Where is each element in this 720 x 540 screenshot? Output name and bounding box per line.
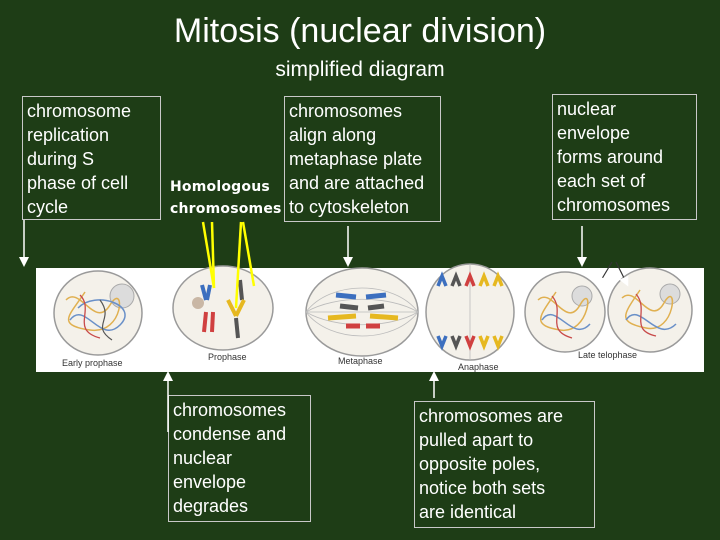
stage-label-metaphase: Metaphase	[338, 356, 383, 366]
stage-label-prophase: Prophase	[208, 352, 247, 362]
label-line: notice both sets	[419, 478, 546, 498]
label-line: to cytoskeleton	[289, 197, 410, 217]
label-line: chromosomes	[173, 400, 287, 420]
anaphase-cell	[425, 263, 515, 361]
arrow-nuclei-left	[597, 261, 613, 287]
label-line: phase of cell	[27, 173, 129, 193]
metaphase-label-box: chromosomes align along metaphase plate …	[284, 96, 441, 222]
label-line: forms around	[557, 147, 664, 167]
label-line: each set of	[557, 171, 646, 191]
label-line: during S	[27, 149, 95, 169]
page-title: Mitosis (nuclear division)	[173, 12, 547, 50]
label-line: nuclear	[173, 448, 233, 468]
stage-label-late-telophase: Late telophase	[578, 350, 637, 360]
label-line: and are attached	[289, 173, 425, 193]
replication-label-box: chromosome replication during S phase of…	[22, 96, 161, 220]
label-line: chromosomes	[289, 101, 403, 121]
label-line: chromosomes are	[419, 406, 564, 426]
label-line: chromosomes	[557, 195, 671, 215]
condense-label-box: chromosomes condense and nuclear envelop…	[168, 395, 311, 522]
label-line: opposite poles,	[419, 454, 541, 474]
label-line: envelope	[173, 472, 247, 492]
label-line: metaphase plate	[289, 149, 423, 169]
envelope-forms-label-box: nuclear envelope forms around each set o…	[552, 94, 697, 220]
page-subtitle: simplified diagram	[275, 58, 445, 81]
label-line: nuclear	[557, 99, 617, 119]
label-line: align along	[289, 125, 377, 145]
stage-label-anaphase: Anaphase	[458, 362, 499, 372]
pulled-apart-label-box: chromosomes are pulled apart to opposite…	[414, 401, 595, 528]
label-line: chromosome	[27, 101, 132, 121]
label-line: pulled apart to	[419, 430, 534, 450]
late-telophase-cell	[524, 267, 693, 353]
label-line: Homologous	[170, 179, 270, 195]
label-line: replication	[27, 125, 110, 145]
arrow-nuclei-right	[615, 261, 629, 287]
homologous-pointers	[201, 221, 256, 309]
label-line: degrades	[173, 496, 249, 516]
label-line: chromosomes	[170, 201, 282, 217]
prophase-cell	[172, 265, 274, 351]
stage-label-early-prophase: Early prophase	[62, 358, 123, 368]
label-line: envelope	[557, 123, 631, 143]
early-prophase-cell	[53, 270, 143, 356]
homologous-label: Homologous chromosomes	[170, 176, 282, 220]
label-line: are identical	[419, 502, 517, 522]
metaphase-cell	[305, 267, 419, 357]
label-line: condense and	[173, 424, 287, 444]
label-line: cycle	[27, 197, 69, 217]
